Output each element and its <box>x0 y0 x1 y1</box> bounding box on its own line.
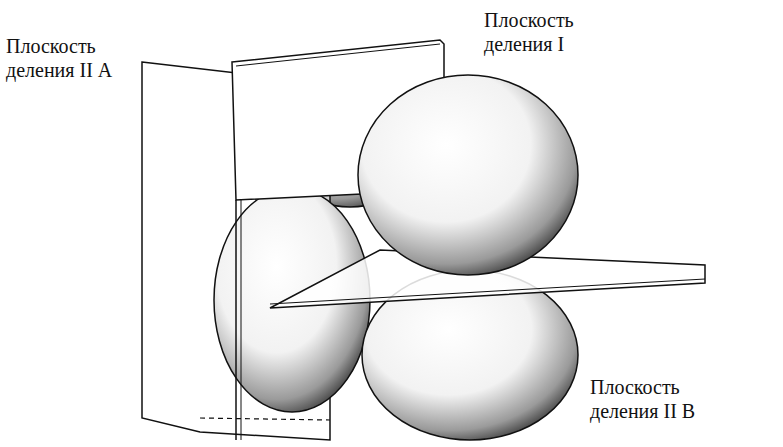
plane-label: Плоскость деления II А <box>6 34 146 82</box>
hidden-edge <box>200 418 330 420</box>
plane-label: Плоскость деления I <box>484 8 624 56</box>
blastomere <box>358 75 578 275</box>
plane-label: Плоскость деления II В <box>590 375 730 423</box>
